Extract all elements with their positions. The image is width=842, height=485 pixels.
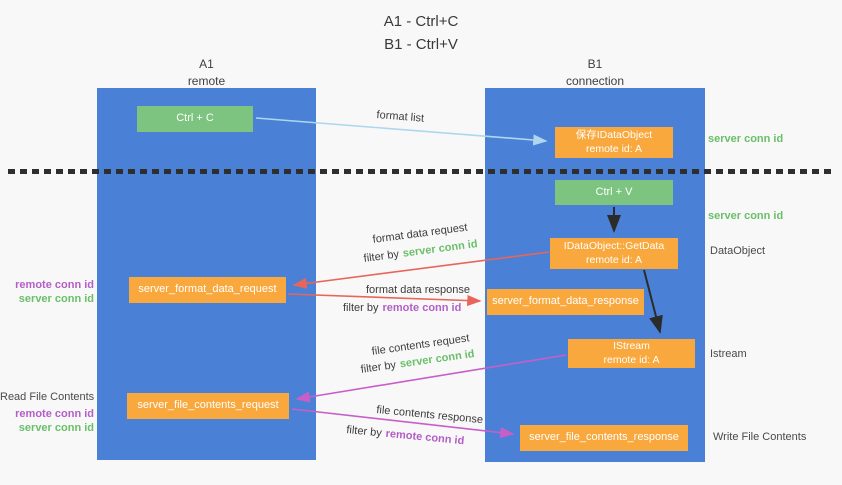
title-line-1: A1 - Ctrl+C	[383, 13, 459, 30]
ctrl-v-label: Ctrl + V	[595, 185, 633, 198]
left-conn-ids-top: remote conn id server conn id	[0, 278, 94, 306]
filter-by-text: filter by	[363, 248, 400, 265]
server-format-data-request-label: server_format_data_request	[138, 283, 277, 296]
istream-box: IStream remote id: A	[568, 339, 695, 368]
getdata-line-1: IDataObject::GetData	[563, 240, 665, 253]
remote-conn-id-text: remote conn id	[385, 427, 465, 448]
server-conn-id-right-1: server conn id	[708, 133, 784, 145]
save-dataobject-line-2: remote id: A	[585, 142, 643, 155]
format-list-label: format list	[376, 109, 425, 125]
read-file-contents-label: Read File Contents	[0, 391, 95, 403]
server-file-contents-request-box: server_file_contents_request	[127, 393, 289, 419]
save-dataobject-line-1: 保存IDataObject	[575, 129, 653, 142]
remote-conn-id-left-1: remote conn id	[15, 279, 94, 291]
istream-side-label: Istream	[710, 348, 747, 360]
file-contents-response-label: file contents response	[375, 404, 484, 427]
server-format-data-response-box: server_format_data_response	[487, 289, 644, 315]
server-conn-id-left-2: server conn id	[18, 422, 94, 434]
server-format-data-request-box: server_format_data_request	[129, 277, 286, 303]
ctrl-c-box: Ctrl + C	[137, 106, 253, 132]
server-file-contents-response-box: server_file_contents_response	[520, 425, 688, 451]
left-conn-ids-bottom: remote conn id server conn id	[0, 407, 94, 435]
ctrl-v-box: Ctrl + V	[555, 180, 673, 205]
left-column-name: A1	[199, 57, 214, 71]
right-column-header: B1 connection	[485, 56, 705, 90]
filter-by-text: filter by	[343, 302, 379, 314]
dataobject-label: DataObject	[710, 245, 766, 257]
filter-by-text: filter by	[345, 424, 383, 440]
write-file-contents-label: Write File Contents	[713, 431, 807, 443]
server-format-data-response-label: server_format_data_response	[492, 295, 639, 308]
diagram-title: A1 - Ctrl+C B1 - Ctrl+V	[0, 10, 842, 57]
remote-conn-id-text: remote conn id	[382, 302, 462, 314]
istream-line-1: IStream	[613, 340, 650, 353]
save-dataobject-box: 保存IDataObject remote id: A	[555, 127, 673, 158]
server-file-contents-response-label: server_file_contents_response	[529, 431, 679, 444]
title-line-2: B1 - Ctrl+V	[384, 36, 458, 54]
divider-dotted-line	[8, 169, 836, 174]
left-column-header: A1 remote	[97, 56, 316, 90]
server-conn-id-right-2: server conn id	[708, 210, 784, 222]
server-file-contents-request-label: server_file_contents_request	[137, 399, 279, 412]
right-column-subtitle: connection	[565, 73, 625, 88]
istream-line-2: remote id: A	[603, 353, 660, 366]
remote-conn-id-left-2: remote conn id	[15, 408, 94, 420]
left-column-subtitle: remote	[187, 73, 226, 88]
right-column-name: B1	[587, 57, 603, 71]
getdata-line-2: remote id: A	[585, 253, 643, 266]
filter-by-text: filter by	[360, 359, 397, 376]
server-conn-id-left-1: server conn id	[18, 293, 94, 305]
getdata-box: IDataObject::GetData remote id: A	[550, 238, 678, 269]
server-conn-id-text: server conn id	[402, 238, 479, 260]
ctrl-c-label: Ctrl + C	[176, 112, 214, 125]
format-data-response-label: format data response	[366, 284, 470, 296]
